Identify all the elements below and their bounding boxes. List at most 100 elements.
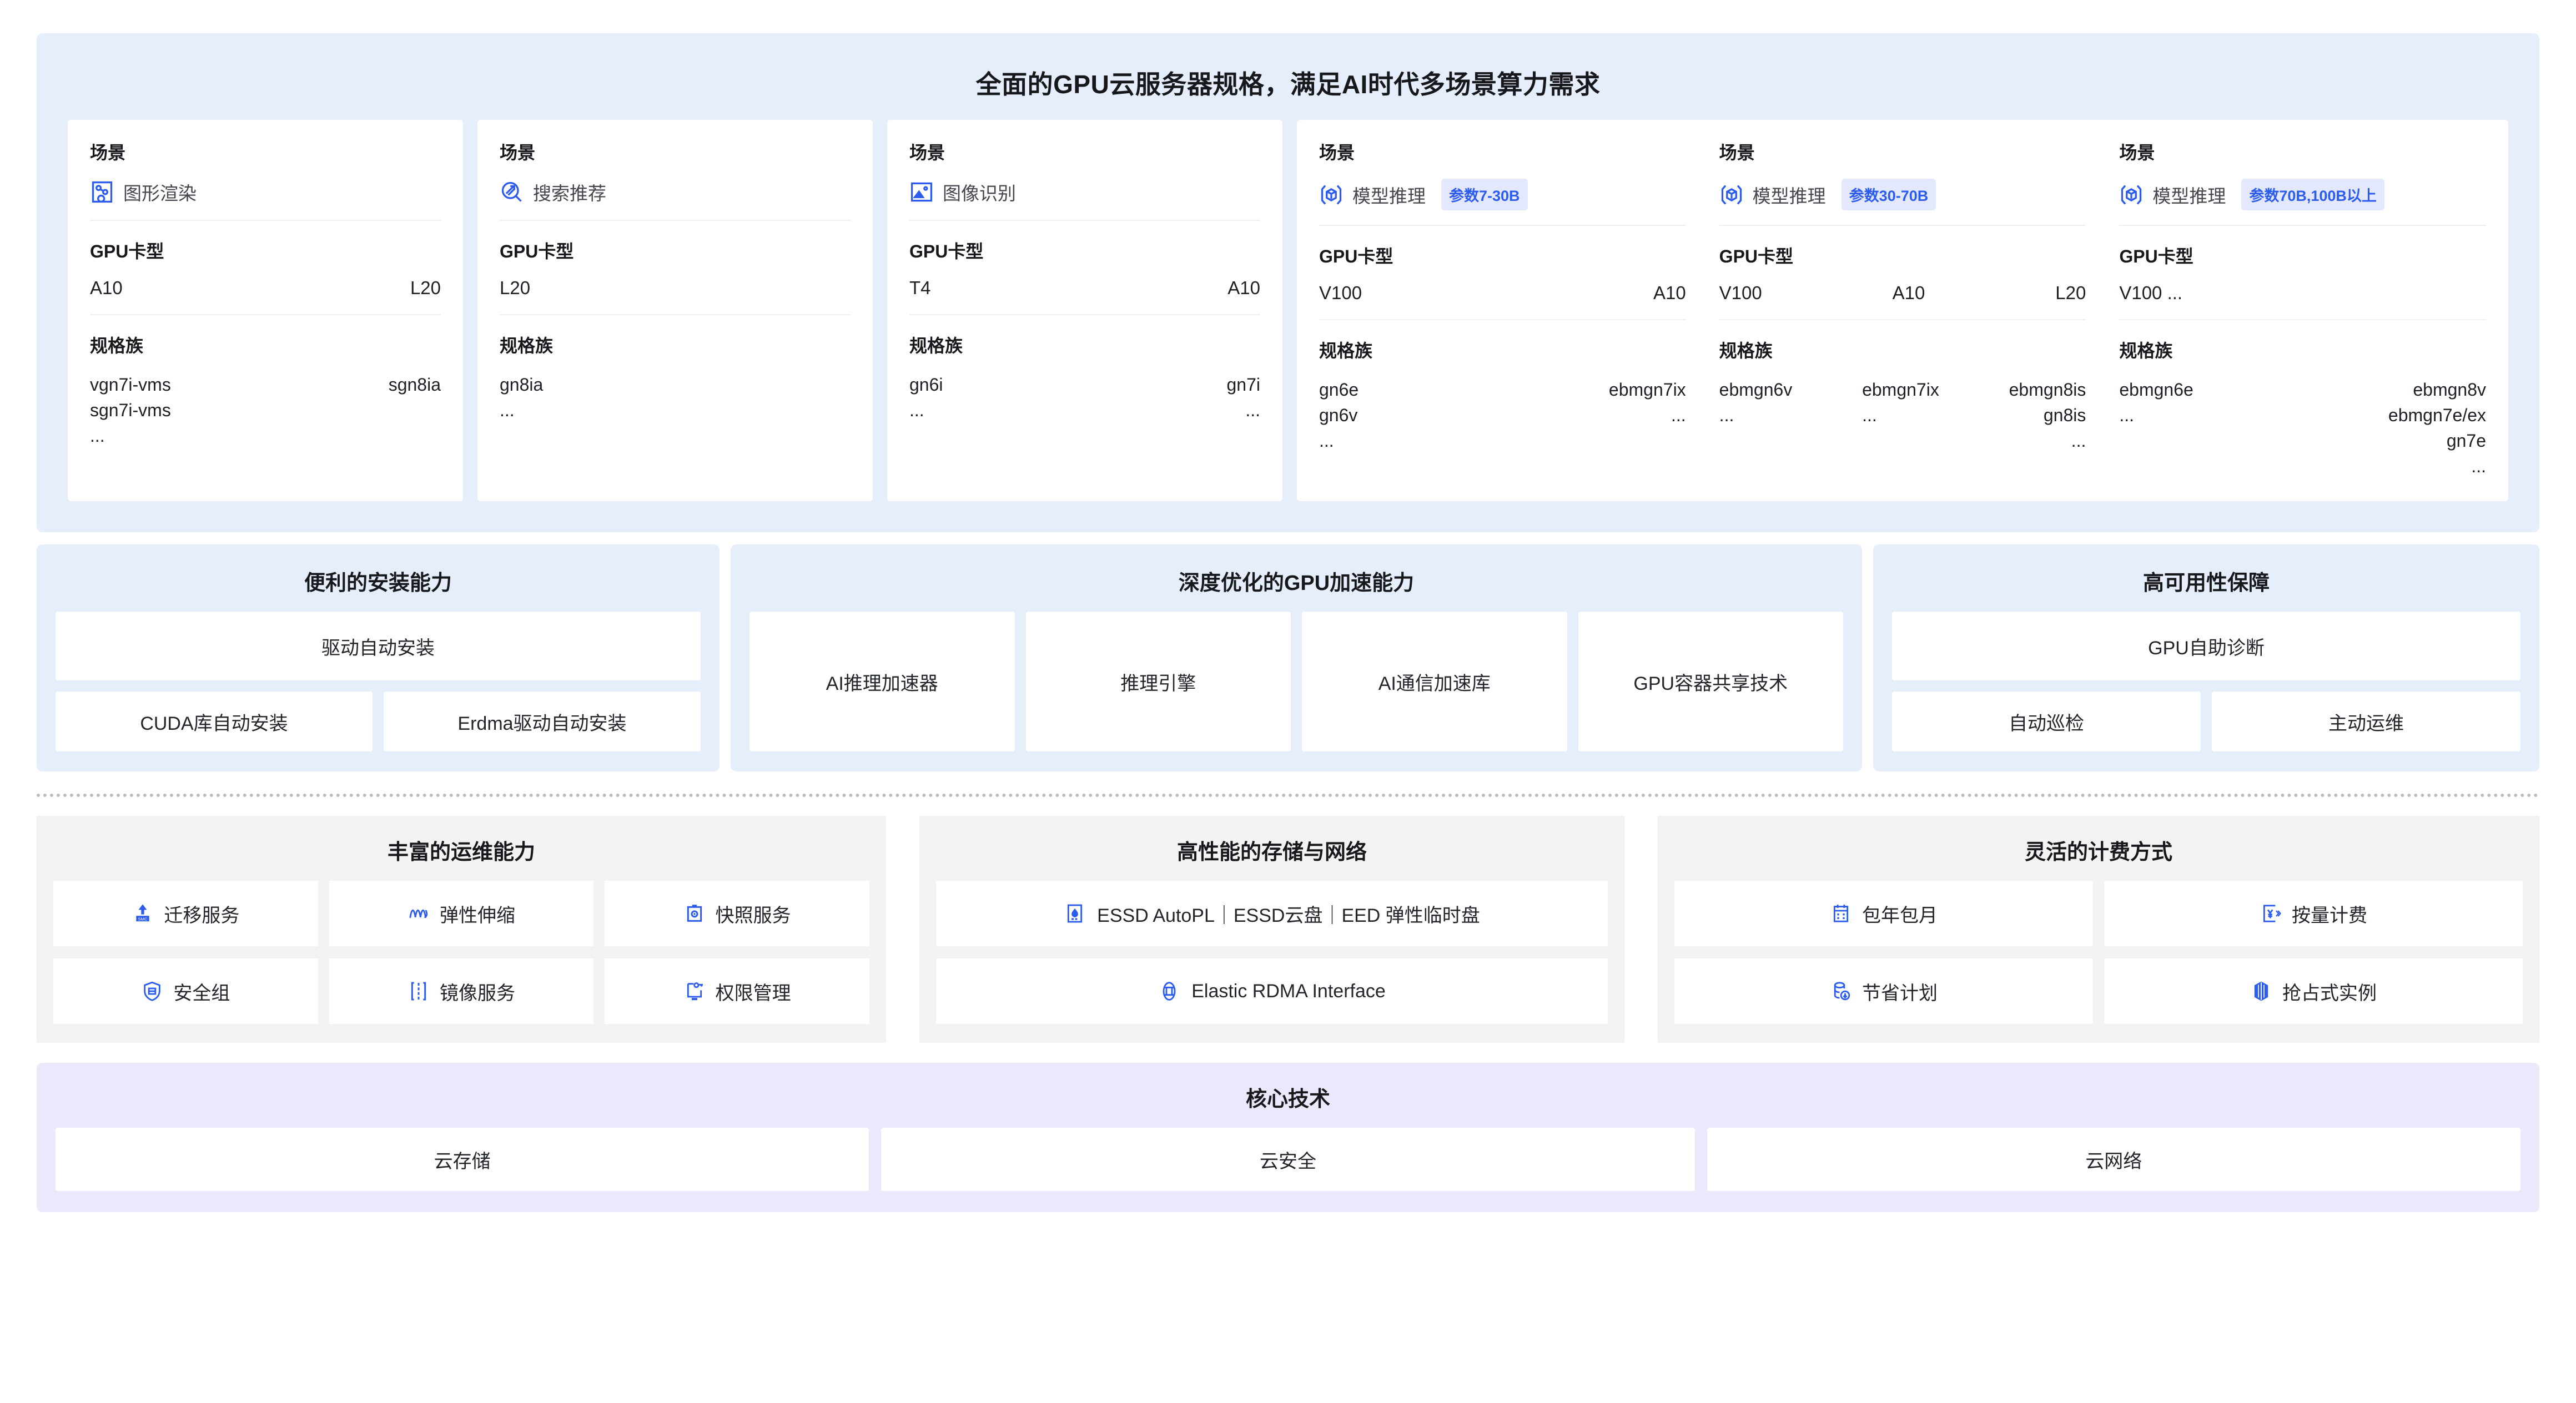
panel-title: 灵活的计费方式 [2024, 841, 2172, 865]
scene-label: 场景 [1319, 143, 1355, 163]
panel-storage-network: 高性能的存储与网络 ESSD AutoPL｜ESSD云盘｜EED 弹性临时盘 [919, 816, 1624, 1043]
gpu-value-left: V100 [1719, 282, 1762, 303]
model-inference-icon [1719, 183, 1744, 207]
core-tech-tile-storage[interactable]: 云存储 [56, 1128, 869, 1192]
permission-key-icon [683, 980, 706, 1002]
billing-item-label: 按量计费 [2292, 905, 2367, 926]
scene-label: 场景 [1719, 143, 1755, 163]
ha-tile-auto-inspection[interactable]: 自动巡检 [1892, 692, 2201, 752]
storage-item-essd[interactable]: ESSD AutoPL｜ESSD云盘｜EED 弹性临时盘 [936, 881, 1608, 947]
install-tile-row: CUDA库自动安装 Erdma驱动自动安装 [56, 692, 701, 752]
services-section: 丰富的运维能力 SMC 迁移服务 [37, 816, 2539, 1043]
gpu-card-block: GPU卡型 V100 A10 L20 [1719, 226, 2086, 320]
storage-item-rdma[interactable]: Elastic RDMA Interface [936, 958, 1608, 1025]
scene-tag: 图像识别 [909, 179, 1260, 221]
billing-item-spot-instance[interactable]: 抢占式实例 [2104, 958, 2523, 1025]
scene-label: 场景 [2119, 143, 2155, 163]
spec-family-block: 规格族 vgn7i-vms sgn7i-vms ... sgn8ia [90, 315, 441, 448]
spec-family-col-right: ebmgn8v ebmgn7e/ex gn7e ... [2388, 377, 2486, 479]
spec-family-item: ... [1719, 405, 1734, 426]
ops-cell: 镜像服务 [329, 958, 594, 1025]
calendar-icon [1830, 902, 1852, 925]
scene-card-image-recognition[interactable]: 场景 图像识别 GPU卡型 T4 A10 [887, 120, 1282, 502]
accel-tile-container-sharing[interactable]: GPU容器共享技术 [1578, 612, 1843, 752]
ops-item-label: 弹性伸缩 [440, 905, 515, 926]
security-group-shield-icon [141, 980, 163, 1002]
spec-family-item: ... [1245, 400, 1260, 421]
ops-item-snapshot[interactable]: 快照服务 [605, 881, 870, 947]
ops-item-permission[interactable]: 权限管理 [605, 958, 870, 1025]
spec-family-col-left: gn8ia ... [500, 372, 543, 423]
elastic-scaling-icon [407, 902, 430, 925]
scene-card-graphics-render[interactable]: 场景 图形渲染 GPU卡型 A10 L20 [68, 120, 463, 502]
spec-family-values: ebmgn6v ... ebmgn7ix ... ebmgn8is gn8is … [1719, 377, 2086, 453]
spec-family-col-left: ebmgn6e ... [2119, 377, 2193, 479]
spec-family-item: ebmgn6e [2119, 380, 2193, 400]
ops-item-image-service[interactable]: 镜像服务 [329, 958, 594, 1025]
page-title: 全面的GPU云服务器规格，满足AI时代多场景算力需求 [975, 70, 1601, 99]
gpu-card-label: GPU卡型 [1719, 246, 1794, 266]
billing-item-pay-as-you-go[interactable]: 按量计费 [2104, 881, 2523, 947]
gpu-value-left: T4 [909, 277, 931, 298]
inference-subcard-30-70b[interactable]: 场景 模型推理 参数30-70B GPU卡型 [1703, 139, 2103, 479]
panel-title: 高性能的存储与网络 [1176, 841, 1367, 865]
scene-card-search-recommend[interactable]: 场景 搜索推荐 GPU卡型 L20 [477, 120, 873, 502]
storage-item-label: Elastic RDMA Interface [1191, 980, 1386, 1002]
panel-title: 核心技术 [1245, 1088, 1330, 1112]
spec-family-item: gn7e [2446, 431, 2487, 451]
capabilities-section: 便利的安装能力 驱动自动安装 CUDA库自动安装 Erdma驱动自动安装 深度优… [37, 544, 2539, 772]
gpu-card-block: GPU卡型 T4 A10 [909, 221, 1260, 315]
gpu-card-values: A10 L20 [90, 277, 441, 315]
disk-icon [1064, 902, 1086, 925]
panel-title: 便利的安装能力 [304, 572, 452, 595]
gpu-value-right: A10 [1653, 282, 1686, 303]
scene-label: 场景 [909, 143, 945, 163]
ops-cell: 弹性伸缩 [329, 881, 594, 947]
panel-billing: 灵活的计费方式 [1658, 816, 2539, 1043]
ops-item-elastic-scaling[interactable]: 弹性伸缩 [329, 881, 594, 947]
accel-tile-comm-library[interactable]: AI通信加速库 [1302, 612, 1567, 752]
gpu-card-values: V100 ... [2119, 282, 2487, 320]
ha-tile-proactive-ops[interactable]: 主动运维 [2212, 692, 2520, 752]
ops-cell: 快照服务 [605, 881, 870, 947]
spec-family-col-left: gn6i ... [909, 372, 943, 423]
accel-tile-inference-accelerator[interactable]: AI推理加速器 [749, 612, 1015, 752]
scene-name: 模型推理 [1352, 185, 1426, 206]
spec-family-item: ebmgn7ix [1862, 380, 1939, 400]
gpu-card-label: GPU卡型 [500, 241, 574, 261]
accel-tile-inference-engine[interactable]: 推理引擎 [1025, 612, 1291, 752]
inference-subcard-70b-plus[interactable]: 场景 模型推理 参数70B,100B以上 GPU [2102, 139, 2487, 479]
install-tile-cuda[interactable]: CUDA库自动安装 [56, 692, 373, 752]
spec-family-item: ebmgn8v [2413, 380, 2487, 400]
billing-cell: 按量计费 [2104, 881, 2523, 947]
inference-subcard-7-30b[interactable]: 场景 模型推理 参数7-30B GPU卡型 [1319, 139, 1703, 479]
billing-item-label: 抢占式实例 [2282, 982, 2377, 1004]
spec-family-item: ... [1319, 431, 1334, 451]
gpu-value-left: V100 ... [2119, 282, 2183, 303]
image-recognition-icon [909, 180, 934, 204]
install-primary-tile[interactable]: 驱动自动安装 [56, 612, 701, 681]
ops-item-security-group[interactable]: 安全组 [53, 958, 318, 1025]
billing-item-savings-plan[interactable]: 节省计划 [1674, 958, 2093, 1025]
spec-family-col-left: gn6e gn6v ... [1319, 377, 1359, 453]
gpu-card-values: V100 A10 [1319, 282, 1686, 320]
billing-item-label: 包年包月 [1862, 905, 1938, 926]
param-badge: 参数70B,100B以上 [2241, 179, 2384, 210]
panel-gpu-acceleration: 深度优化的GPU加速能力 AI推理加速器 推理引擎 AI通信加速库 GPU容器共… [731, 544, 1862, 772]
savings-plan-icon [1830, 980, 1852, 1002]
scene-name: 搜索推荐 [533, 183, 606, 204]
ops-item-migration[interactable]: SMC 迁移服务 [53, 881, 318, 947]
ha-primary-tile[interactable]: GPU自助诊断 [1892, 612, 2520, 681]
panel-high-availability: 高可用性保障 GPU自助诊断 自动巡检 主动运维 [1873, 544, 2539, 772]
spec-family-item: ... [909, 400, 924, 421]
spec-family-col-3: ebmgn8is gn8is ... [2009, 377, 2086, 453]
ha-tile-row: 自动巡检 主动运维 [1892, 692, 2520, 752]
gpu-card-label: GPU卡型 [90, 241, 164, 261]
gpu-card-values: V100 A10 L20 [1719, 282, 2086, 320]
install-tile-erdma[interactable]: Erdma驱动自动安装 [384, 692, 701, 752]
core-tech-tile-security[interactable]: 云安全 [881, 1128, 1695, 1192]
billing-item-subscription[interactable]: 包年包月 [1674, 881, 2093, 947]
scene-card-model-inference[interactable]: 场景 模型推理 参数7-30B GPU卡型 [1297, 120, 2508, 502]
spec-family-label: 规格族 [1319, 341, 1373, 361]
core-tech-tile-network[interactable]: 云网络 [1707, 1128, 2520, 1192]
